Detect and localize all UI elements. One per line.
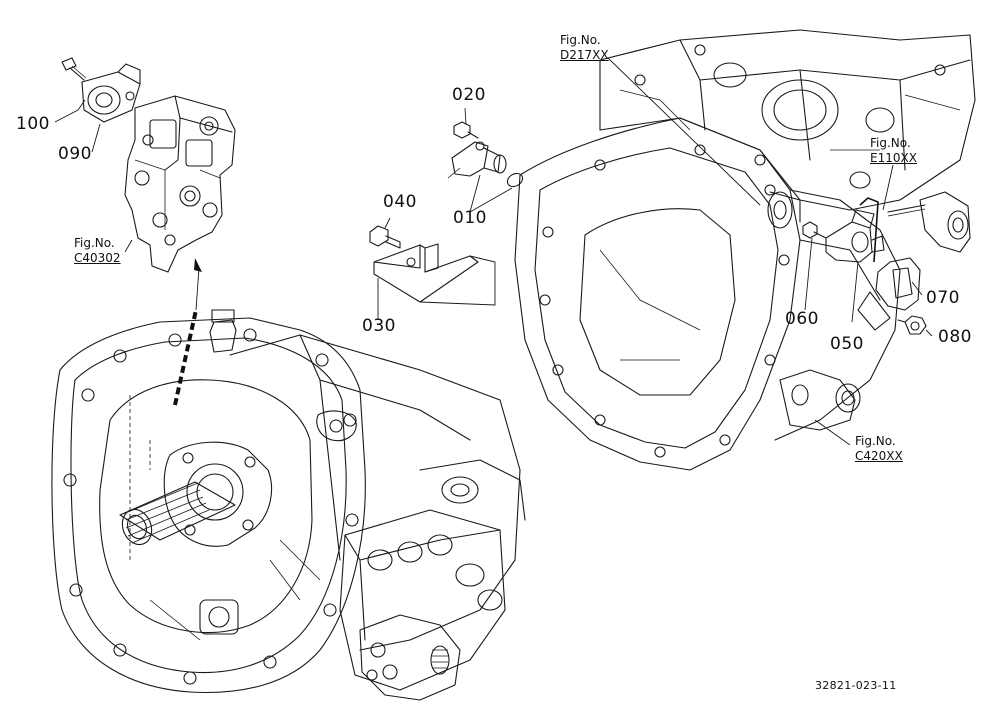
- part-label-030[interactable]: 030: [362, 316, 396, 336]
- fig-ref-code: D217XX: [560, 48, 609, 62]
- document-id: 32821-023-11: [815, 679, 897, 692]
- part-label-100[interactable]: 100: [16, 114, 50, 134]
- bolt-080: [897, 315, 927, 335]
- bolt-100: [61, 57, 87, 81]
- part-label-060[interactable]: 060: [785, 309, 819, 329]
- part-label-070[interactable]: 070: [926, 288, 960, 308]
- bolt-020: [453, 121, 479, 139]
- plate-070: [857, 257, 921, 331]
- part-label-010[interactable]: 010: [453, 208, 487, 228]
- fig-ref-code: C420XX: [855, 449, 903, 463]
- fig-ref-heading: Fig.No.: [74, 236, 115, 250]
- part-label-040[interactable]: 040: [383, 192, 417, 212]
- bolt-040: [369, 225, 401, 249]
- rear-transmission-case: [514, 29, 976, 471]
- sensor-010: [447, 141, 524, 188]
- fig-ref-d217xx[interactable]: Fig.No. D217XX: [560, 33, 609, 63]
- fig-ref-e110xx[interactable]: Fig.No. E110XX: [870, 136, 917, 166]
- bolt-060: [802, 221, 827, 239]
- sensor-bracket-050: [825, 197, 885, 263]
- part-label-090[interactable]: 090: [58, 144, 92, 164]
- fig-ref-heading: Fig.No.: [870, 136, 911, 150]
- part-label-020[interactable]: 020: [452, 85, 486, 105]
- fig-ref-code: C40302: [74, 251, 121, 265]
- speed-sensor-090: [81, 63, 141, 123]
- fig-ref-c420xx[interactable]: Fig.No. C420XX: [855, 434, 903, 464]
- fig-ref-code: E110XX: [870, 151, 917, 165]
- assembly-arrow: [129, 258, 202, 560]
- front-transmission-case: [51, 309, 526, 701]
- fig-ref-heading: Fig.No.: [855, 434, 896, 448]
- leader-lines: [54, 57, 933, 446]
- part-label-080[interactable]: 080: [938, 327, 972, 347]
- plate-030: [373, 243, 479, 303]
- part-label-050[interactable]: 050: [830, 334, 864, 354]
- fig-ref-c40302[interactable]: Fig.No. C40302: [74, 236, 121, 266]
- fig-ref-heading: Fig.No.: [560, 33, 601, 47]
- hydraulic-valve-body: [124, 95, 236, 273]
